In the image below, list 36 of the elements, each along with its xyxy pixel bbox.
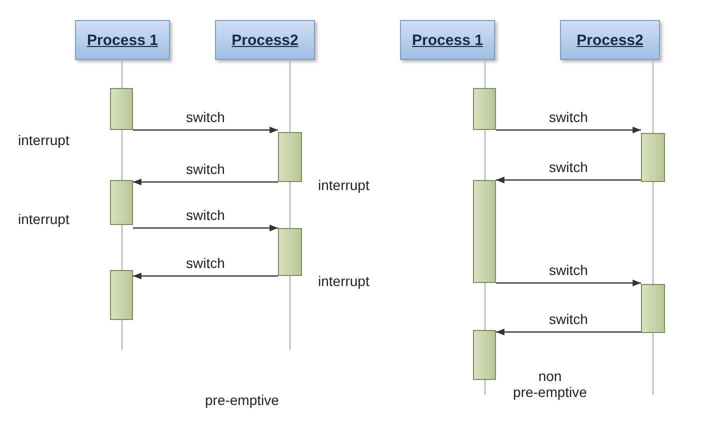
activation-bar bbox=[278, 228, 302, 276]
event-label: interrupt bbox=[18, 211, 70, 227]
activation-bar bbox=[110, 180, 133, 225]
edge-label: switch bbox=[547, 109, 590, 125]
arrow bbox=[133, 178, 278, 186]
activation-bar bbox=[110, 88, 133, 130]
activation-bar bbox=[278, 132, 302, 182]
edge-label: switch bbox=[184, 207, 227, 223]
process-header: Process 1 bbox=[75, 20, 170, 60]
caption: pre-emptive bbox=[205, 392, 279, 408]
event-label: interrupt bbox=[18, 132, 70, 148]
edge-label: switch bbox=[547, 159, 590, 175]
arrow bbox=[496, 328, 641, 336]
event-label: interrupt bbox=[318, 273, 370, 289]
activation-bar bbox=[473, 330, 496, 380]
arrow bbox=[133, 272, 278, 280]
activation-bar bbox=[473, 88, 496, 130]
arrow bbox=[496, 126, 641, 134]
edge-label: switch bbox=[184, 109, 227, 125]
activation-bar bbox=[641, 284, 665, 333]
arrow bbox=[496, 176, 641, 184]
process-header: Process2 bbox=[560, 20, 660, 60]
arrow bbox=[133, 126, 278, 134]
activation-bar bbox=[641, 133, 665, 182]
process-header: Process 1 bbox=[400, 20, 495, 60]
event-label: interrupt bbox=[318, 177, 370, 193]
process-header: Process2 bbox=[215, 20, 315, 60]
edge-label: switch bbox=[547, 311, 590, 327]
edge-label: switch bbox=[184, 161, 227, 177]
activation-bar bbox=[110, 270, 133, 320]
activation-bar bbox=[473, 180, 496, 283]
edge-label: switch bbox=[547, 262, 590, 278]
caption: non pre-emptive bbox=[512, 368, 588, 400]
arrow bbox=[133, 224, 278, 232]
arrow bbox=[496, 280, 641, 286]
edge-label: switch bbox=[184, 255, 227, 271]
